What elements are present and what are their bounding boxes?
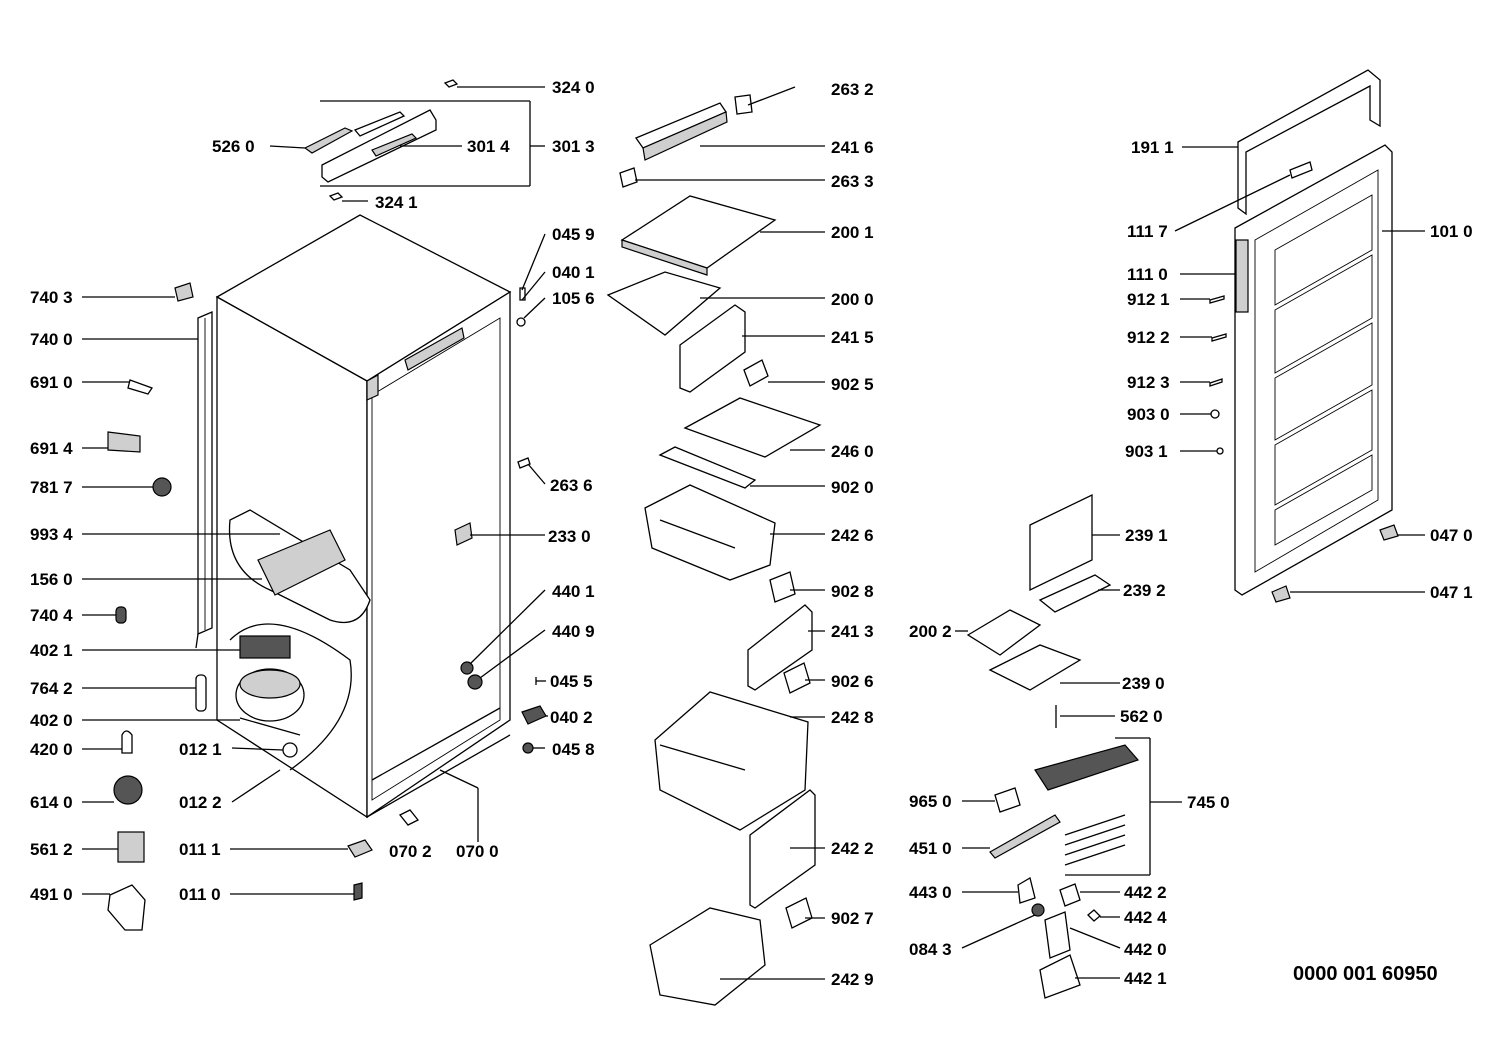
callout-4422: 442 2 bbox=[1124, 883, 1167, 902]
callout-0111: 011 1 bbox=[179, 840, 221, 859]
callout-9027: 902 7 bbox=[831, 909, 874, 928]
callout-0700: 070 0 bbox=[456, 842, 499, 861]
callout-4430: 443 0 bbox=[909, 883, 952, 902]
callout-9934: 993 4 bbox=[30, 525, 73, 544]
callout-1560: 156 0 bbox=[30, 570, 73, 589]
evaporator-controls-area bbox=[955, 493, 1182, 999]
callout-2002: 200 2 bbox=[909, 622, 952, 641]
callout-9123: 912 3 bbox=[1127, 373, 1170, 392]
callout-4910: 491 0 bbox=[30, 885, 73, 904]
control-panel-assembly bbox=[269, 79, 545, 202]
callout-1117: 111 7 bbox=[1127, 222, 1168, 241]
callout-9122: 912 2 bbox=[1127, 328, 1170, 347]
callout-0471: 047 1 bbox=[1430, 583, 1473, 602]
callout-5612: 561 2 bbox=[30, 840, 73, 859]
callout-4021: 402 1 bbox=[30, 641, 73, 660]
callout-2633: 263 3 bbox=[831, 172, 874, 191]
callout-6914: 691 4 bbox=[30, 439, 73, 458]
callout-2460: 246 0 bbox=[831, 442, 874, 461]
callout-4409: 440 9 bbox=[552, 622, 595, 641]
callout-4510: 451 0 bbox=[909, 839, 952, 858]
callout-0470: 047 0 bbox=[1430, 526, 1473, 545]
callout-2636: 263 6 bbox=[550, 476, 593, 495]
callout-labels: 324 0 526 0 301 4 301 3 324 1 740 3 740 … bbox=[30, 78, 1473, 989]
callout-5620: 562 0 bbox=[1120, 707, 1163, 726]
callout-6910: 691 0 bbox=[30, 373, 73, 392]
door-assembly bbox=[1174, 69, 1425, 603]
callout-2422: 242 2 bbox=[831, 839, 874, 858]
callout-0402: 040 2 bbox=[550, 708, 593, 727]
callout-1010: 101 0 bbox=[1430, 222, 1473, 241]
callout-4401: 440 1 bbox=[552, 582, 595, 601]
callout-7400: 740 0 bbox=[30, 330, 73, 349]
callout-0455: 045 5 bbox=[550, 672, 593, 691]
callout-2392: 239 2 bbox=[1123, 581, 1166, 600]
callout-9026: 902 6 bbox=[831, 672, 874, 691]
callout-4421: 442 1 bbox=[1124, 969, 1167, 988]
callout-9030: 903 0 bbox=[1127, 405, 1170, 424]
callout-2429: 242 9 bbox=[831, 970, 874, 989]
callout-2426: 242 6 bbox=[831, 526, 874, 545]
callout-2330: 233 0 bbox=[548, 527, 591, 546]
callout-6140: 614 0 bbox=[30, 793, 73, 812]
callout-2416: 241 6 bbox=[831, 138, 874, 157]
callout-7642: 764 2 bbox=[30, 679, 73, 698]
callout-2391: 239 1 bbox=[1125, 526, 1168, 545]
callout-2000: 200 0 bbox=[831, 290, 874, 309]
callout-7404: 740 4 bbox=[30, 606, 73, 625]
callout-2390: 239 0 bbox=[1122, 674, 1165, 693]
callout-0401: 040 1 bbox=[552, 263, 595, 282]
callout-1056: 105 6 bbox=[552, 289, 595, 308]
callout-2428: 242 8 bbox=[831, 708, 874, 727]
callout-0121: 012 1 bbox=[179, 740, 222, 759]
callout-1110: 111 0 bbox=[1127, 265, 1168, 284]
callout-7450: 745 0 bbox=[1187, 793, 1230, 812]
shelves-and-drawers bbox=[606, 86, 825, 1006]
callout-0702: 070 2 bbox=[389, 842, 432, 861]
callout-0122: 012 2 bbox=[179, 793, 222, 812]
callout-9025: 902 5 bbox=[831, 375, 874, 394]
callout-3241: 324 1 bbox=[375, 193, 418, 212]
condenser-compressor-area bbox=[82, 282, 371, 931]
callout-9028: 902 8 bbox=[831, 582, 874, 601]
callout-2001: 200 1 bbox=[831, 223, 874, 242]
callout-3240: 324 0 bbox=[552, 78, 595, 97]
callout-3014: 301 4 bbox=[467, 137, 510, 156]
callout-4420: 442 0 bbox=[1124, 940, 1167, 959]
callout-9121: 912 1 bbox=[1127, 290, 1170, 309]
callout-4200: 420 0 bbox=[30, 740, 73, 759]
callout-0459: 045 9 bbox=[552, 225, 595, 244]
callout-2415: 241 5 bbox=[831, 328, 874, 347]
callout-1911: 191 1 bbox=[1131, 138, 1174, 157]
callout-3013: 301 3 bbox=[552, 137, 595, 156]
callout-0458: 045 8 bbox=[552, 740, 595, 759]
callout-9031: 903 1 bbox=[1125, 442, 1168, 461]
callout-5260: 526 0 bbox=[212, 137, 255, 156]
callout-0110: 011 0 bbox=[179, 885, 221, 904]
callout-2413: 241 3 bbox=[831, 622, 874, 641]
callout-9020: 902 0 bbox=[831, 478, 874, 497]
callout-9650: 965 0 bbox=[909, 792, 952, 811]
document-number: 0000 001 60950 bbox=[1293, 963, 1438, 985]
callout-7403: 740 3 bbox=[30, 288, 73, 307]
callout-4424: 442 4 bbox=[1124, 908, 1167, 927]
callout-2632: 263 2 bbox=[831, 80, 874, 99]
callout-0843: 084 3 bbox=[909, 940, 952, 959]
callout-4020: 402 0 bbox=[30, 711, 73, 730]
callout-7817: 781 7 bbox=[30, 478, 73, 497]
